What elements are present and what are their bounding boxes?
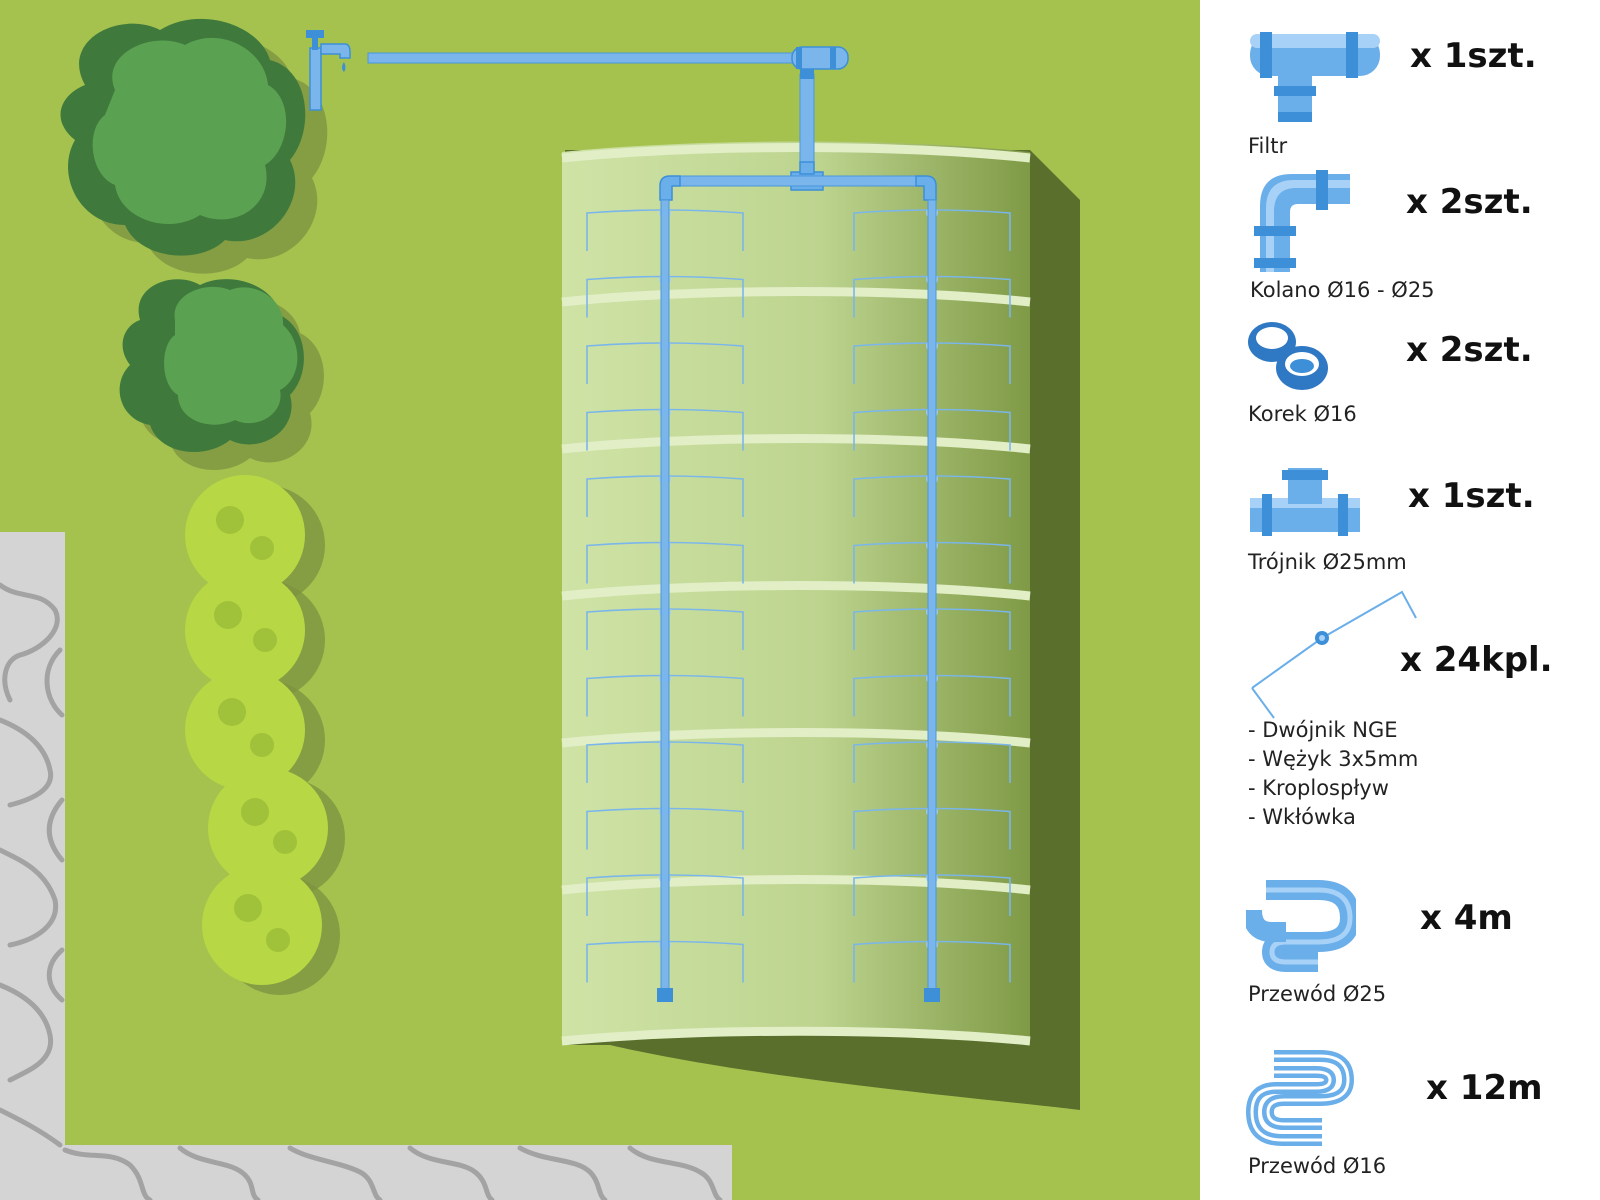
manifold-pipe-25 [669,175,927,187]
pipe-25-icon [1246,880,1356,972]
legend-qty: x 12m [1426,1068,1543,1108]
legend-item-pipe-16: x 12m Przewód Ø16 [1200,1050,1600,1190]
paving [0,532,732,1200]
parts-legend: x 1szt. Filtr x 2szt. Kolano Ø16 - Ø25 [1200,0,1600,1200]
legend-item-tee: x 1szt. Trójnik Ø25mm [1200,464,1600,576]
end-cap-icon [1248,322,1328,390]
legend-item-elbow: x 2szt. Kolano Ø16 - Ø25 [1200,166,1600,306]
shrub [185,670,325,800]
legend-label: Przewód Ø25 [1248,982,1387,1006]
elbow-fittings [659,175,937,201]
pipe-16-icon [1246,1050,1355,1146]
legend-item-pipe-25: x 4m Przewód Ø25 [1200,880,1600,1020]
legend-qty: x 24kpl. [1400,640,1553,680]
legend-item-filter: x 1szt. Filtr [1200,24,1600,158]
kit-part: - Wkłówka [1248,805,1356,829]
drip-line-16-left [660,199,670,996]
legend-qty: x 2szt. [1406,330,1533,370]
supply-pipe-25 [367,52,794,64]
legend-label: Kolano Ø16 - Ø25 [1250,278,1435,302]
legend-item-dripper-kit: x 24kpl. - Dwójnik NGE - Wężyk 3x5mm - K… [1200,580,1600,830]
shrubs [185,475,345,995]
shrub [202,865,340,995]
filter-fitting [791,46,849,79]
tee-icon [1250,468,1360,536]
legend-qty: x 4m [1420,898,1513,938]
tap-icon [306,30,351,111]
legend-qty: x 1szt. [1410,36,1537,76]
kit-part: - Dwójnik NGE [1248,718,1398,742]
elbow-icon [1254,170,1350,272]
kit-part: - Kroplospływ [1248,776,1389,800]
drip-line-16-right [927,199,937,996]
kit-part: - Wężyk 3x5mm [1248,747,1419,771]
greenhouse-ribs [561,143,1031,1046]
legend-label: Korek Ø16 [1248,402,1357,426]
legend-label: Filtr [1248,134,1288,158]
tree-large [60,18,328,274]
filter-icon [1250,32,1380,122]
garden-irrigation-diagram [0,0,1200,1200]
irrigation-pipes [367,46,940,1002]
tree-small [119,279,324,470]
legend-qty: x 1szt. [1408,476,1535,516]
legend-qty: x 2szt. [1406,182,1533,222]
dripper-kit-icon [1251,590,1417,719]
legend-item-end-cap: x 2szt. Korek Ø16 [1200,316,1600,428]
trees [60,18,328,470]
shrub [185,570,325,700]
greenhouse [561,141,1080,1110]
shrub [185,475,325,605]
dripper-kit-parts: - Dwójnik NGE - Wężyk 3x5mm - Kroplospły… [1248,716,1418,832]
legend-label: Trójnik Ø25mm [1248,550,1407,574]
legend-label: Przewód Ø16 [1248,1154,1387,1178]
end-caps [657,988,940,1002]
